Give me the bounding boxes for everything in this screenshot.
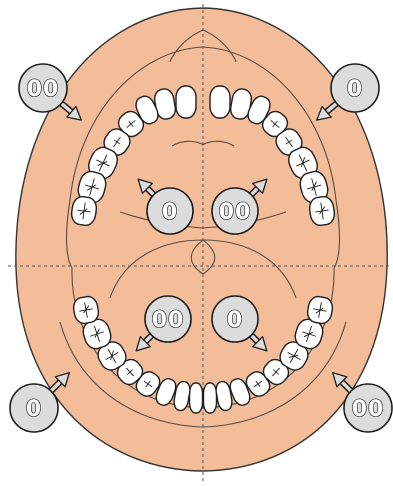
marker-label: 0 [227,308,243,333]
tooth [210,86,230,118]
marker-label: 00 [27,77,60,102]
tooth [176,86,196,118]
marker-label: 0 [347,77,363,102]
tooth [190,383,203,413]
marker-label: 0 [26,397,42,422]
tooth [204,383,217,413]
marker-label: 0 [162,200,178,225]
marker-label: 00 [352,397,385,422]
marker-label: 00 [152,308,185,333]
marker-label: 00 [219,200,252,225]
